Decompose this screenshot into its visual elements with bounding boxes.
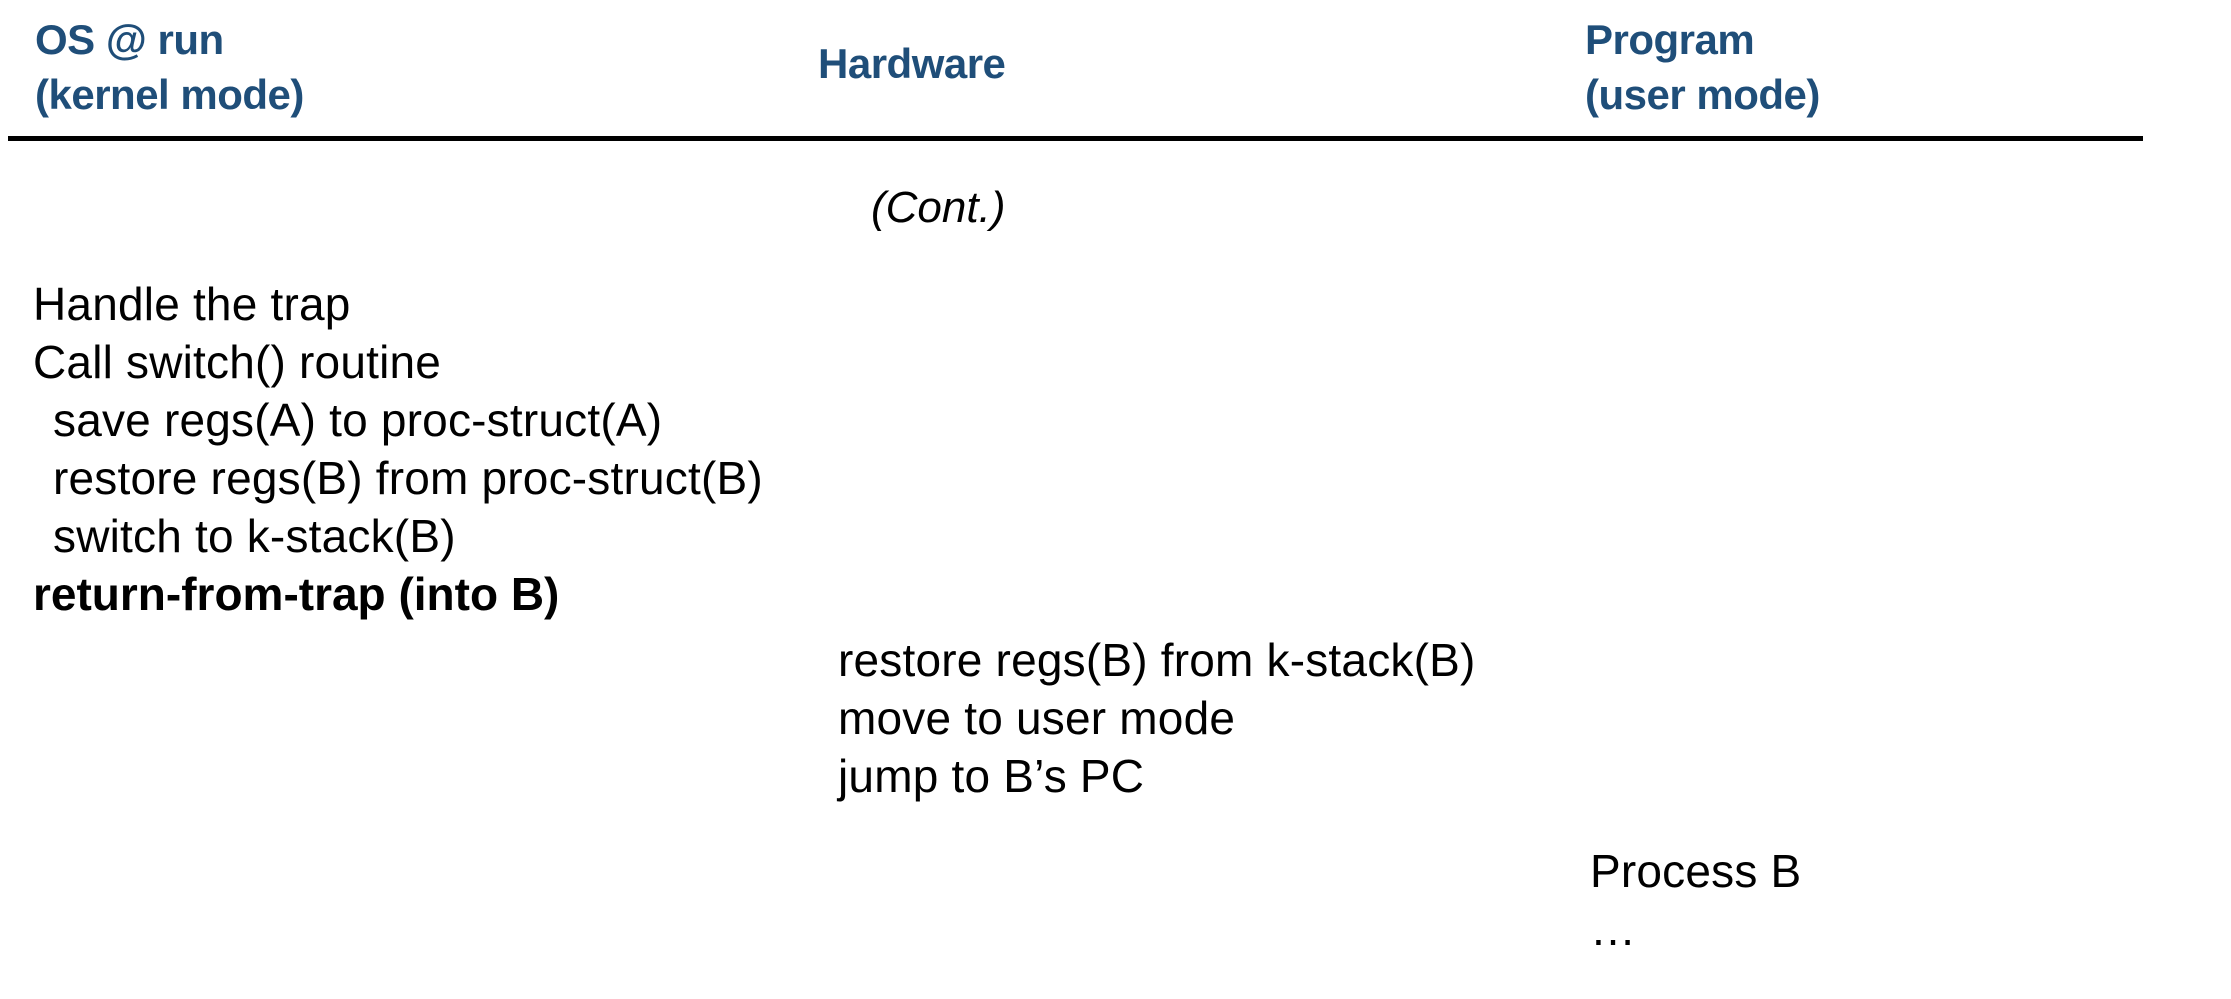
continuation-note: (Cont.) <box>871 183 1006 232</box>
column-header-program: Program (user mode) <box>1585 12 1820 122</box>
hardware-steps-block: restore regs(B) from k-stack(B) move to … <box>838 631 1476 805</box>
program-step-ellipsis: … <box>1590 903 1637 955</box>
os-step-handle-trap: Handle the trap <box>33 278 351 330</box>
header-divider-rule <box>8 136 2143 141</box>
os-step-restore-regs: restore regs(B) from proc-struct(B) <box>53 452 763 504</box>
os-steps-block: Handle the trap Call switch() routine sa… <box>33 275 763 623</box>
hw-step-move-user-mode: move to user mode <box>838 692 1236 744</box>
column-header-hardware: Hardware <box>818 36 1006 91</box>
os-step-save-regs: save regs(A) to proc-struct(A) <box>53 394 663 446</box>
column-header-hardware-line1: Hardware <box>818 40 1006 87</box>
column-header-program-line1: Program <box>1585 16 1755 63</box>
program-steps-block: Process B … <box>1590 842 1801 958</box>
os-step-call-switch: Call switch() routine <box>33 336 442 388</box>
os-step-return-from-trap: return-from-trap (into B) <box>33 568 560 620</box>
column-header-program-line2: (user mode) <box>1585 71 1820 118</box>
column-header-os-line1: OS @ run <box>35 16 224 63</box>
column-header-os: OS @ run (kernel mode) <box>35 12 304 122</box>
os-step-switch-kstack: switch to k-stack(B) <box>53 510 456 562</box>
hw-step-jump-pc: jump to B’s PC <box>838 750 1145 802</box>
column-header-os-line2: (kernel mode) <box>35 71 304 118</box>
hw-step-restore-regs: restore regs(B) from k-stack(B) <box>838 634 1476 686</box>
program-step-process-b: Process B <box>1590 845 1802 897</box>
